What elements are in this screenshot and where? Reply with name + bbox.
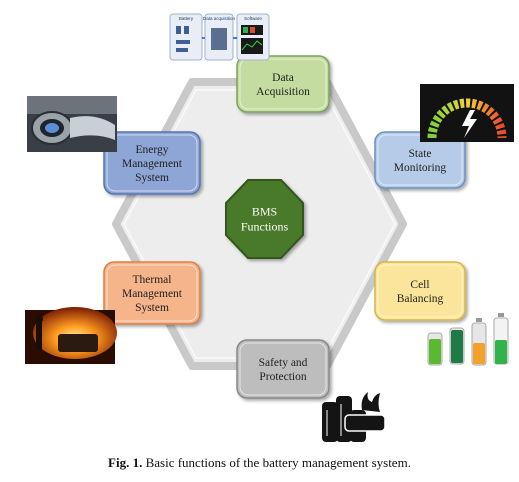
function-box-highlight xyxy=(239,58,327,110)
label-line: System xyxy=(135,302,169,314)
function-box-bg xyxy=(103,261,201,325)
caption-text: Basic functions of the battery managemen… xyxy=(145,455,411,470)
label-line: Protection xyxy=(259,371,307,383)
label-line: Functions xyxy=(241,220,289,234)
thumb-header-software: Software xyxy=(244,16,262,21)
fire-thumbnail xyxy=(25,307,117,364)
battery-fire-icon xyxy=(322,392,386,442)
figure-caption: Fig. 1. Basic functions of the battery m… xyxy=(0,455,519,471)
label-line: System xyxy=(135,172,169,184)
label-line: Data xyxy=(272,72,294,84)
battery-cells-thumbnail xyxy=(427,313,509,366)
label-line: Balancing xyxy=(397,293,444,305)
label-line: State xyxy=(409,148,432,160)
function-box-highlight xyxy=(239,342,327,396)
function-box-highlight xyxy=(106,264,198,322)
label-line: Cell xyxy=(410,279,429,291)
label-line: Management xyxy=(122,288,183,300)
label-line: Monitoring xyxy=(394,162,447,174)
label-line: Energy xyxy=(135,144,168,156)
function-box-highlight xyxy=(377,264,463,318)
label-line: Management xyxy=(122,158,183,170)
function-box-highlight xyxy=(106,134,198,192)
figure-label: Fig. 1. xyxy=(108,455,143,470)
label-line: BMS xyxy=(252,205,277,219)
ev-charging-thumbnail xyxy=(27,96,117,152)
gauge-thumbnail xyxy=(420,84,514,142)
data-acquisition-thumbnail: Battery Data acquisition Software xyxy=(169,13,270,61)
label-line: Safety and xyxy=(259,357,308,369)
function-box-bg xyxy=(236,55,330,113)
function-box-bg xyxy=(374,261,466,321)
thumb-header-battery: Battery xyxy=(179,16,194,21)
function-box-bg xyxy=(103,131,201,195)
label-line: Acquisition xyxy=(256,86,310,98)
function-box-bg xyxy=(236,339,330,399)
thumb-header-data-acquisition: Data acquisition xyxy=(203,16,236,21)
label-line: Thermal xyxy=(133,274,172,286)
